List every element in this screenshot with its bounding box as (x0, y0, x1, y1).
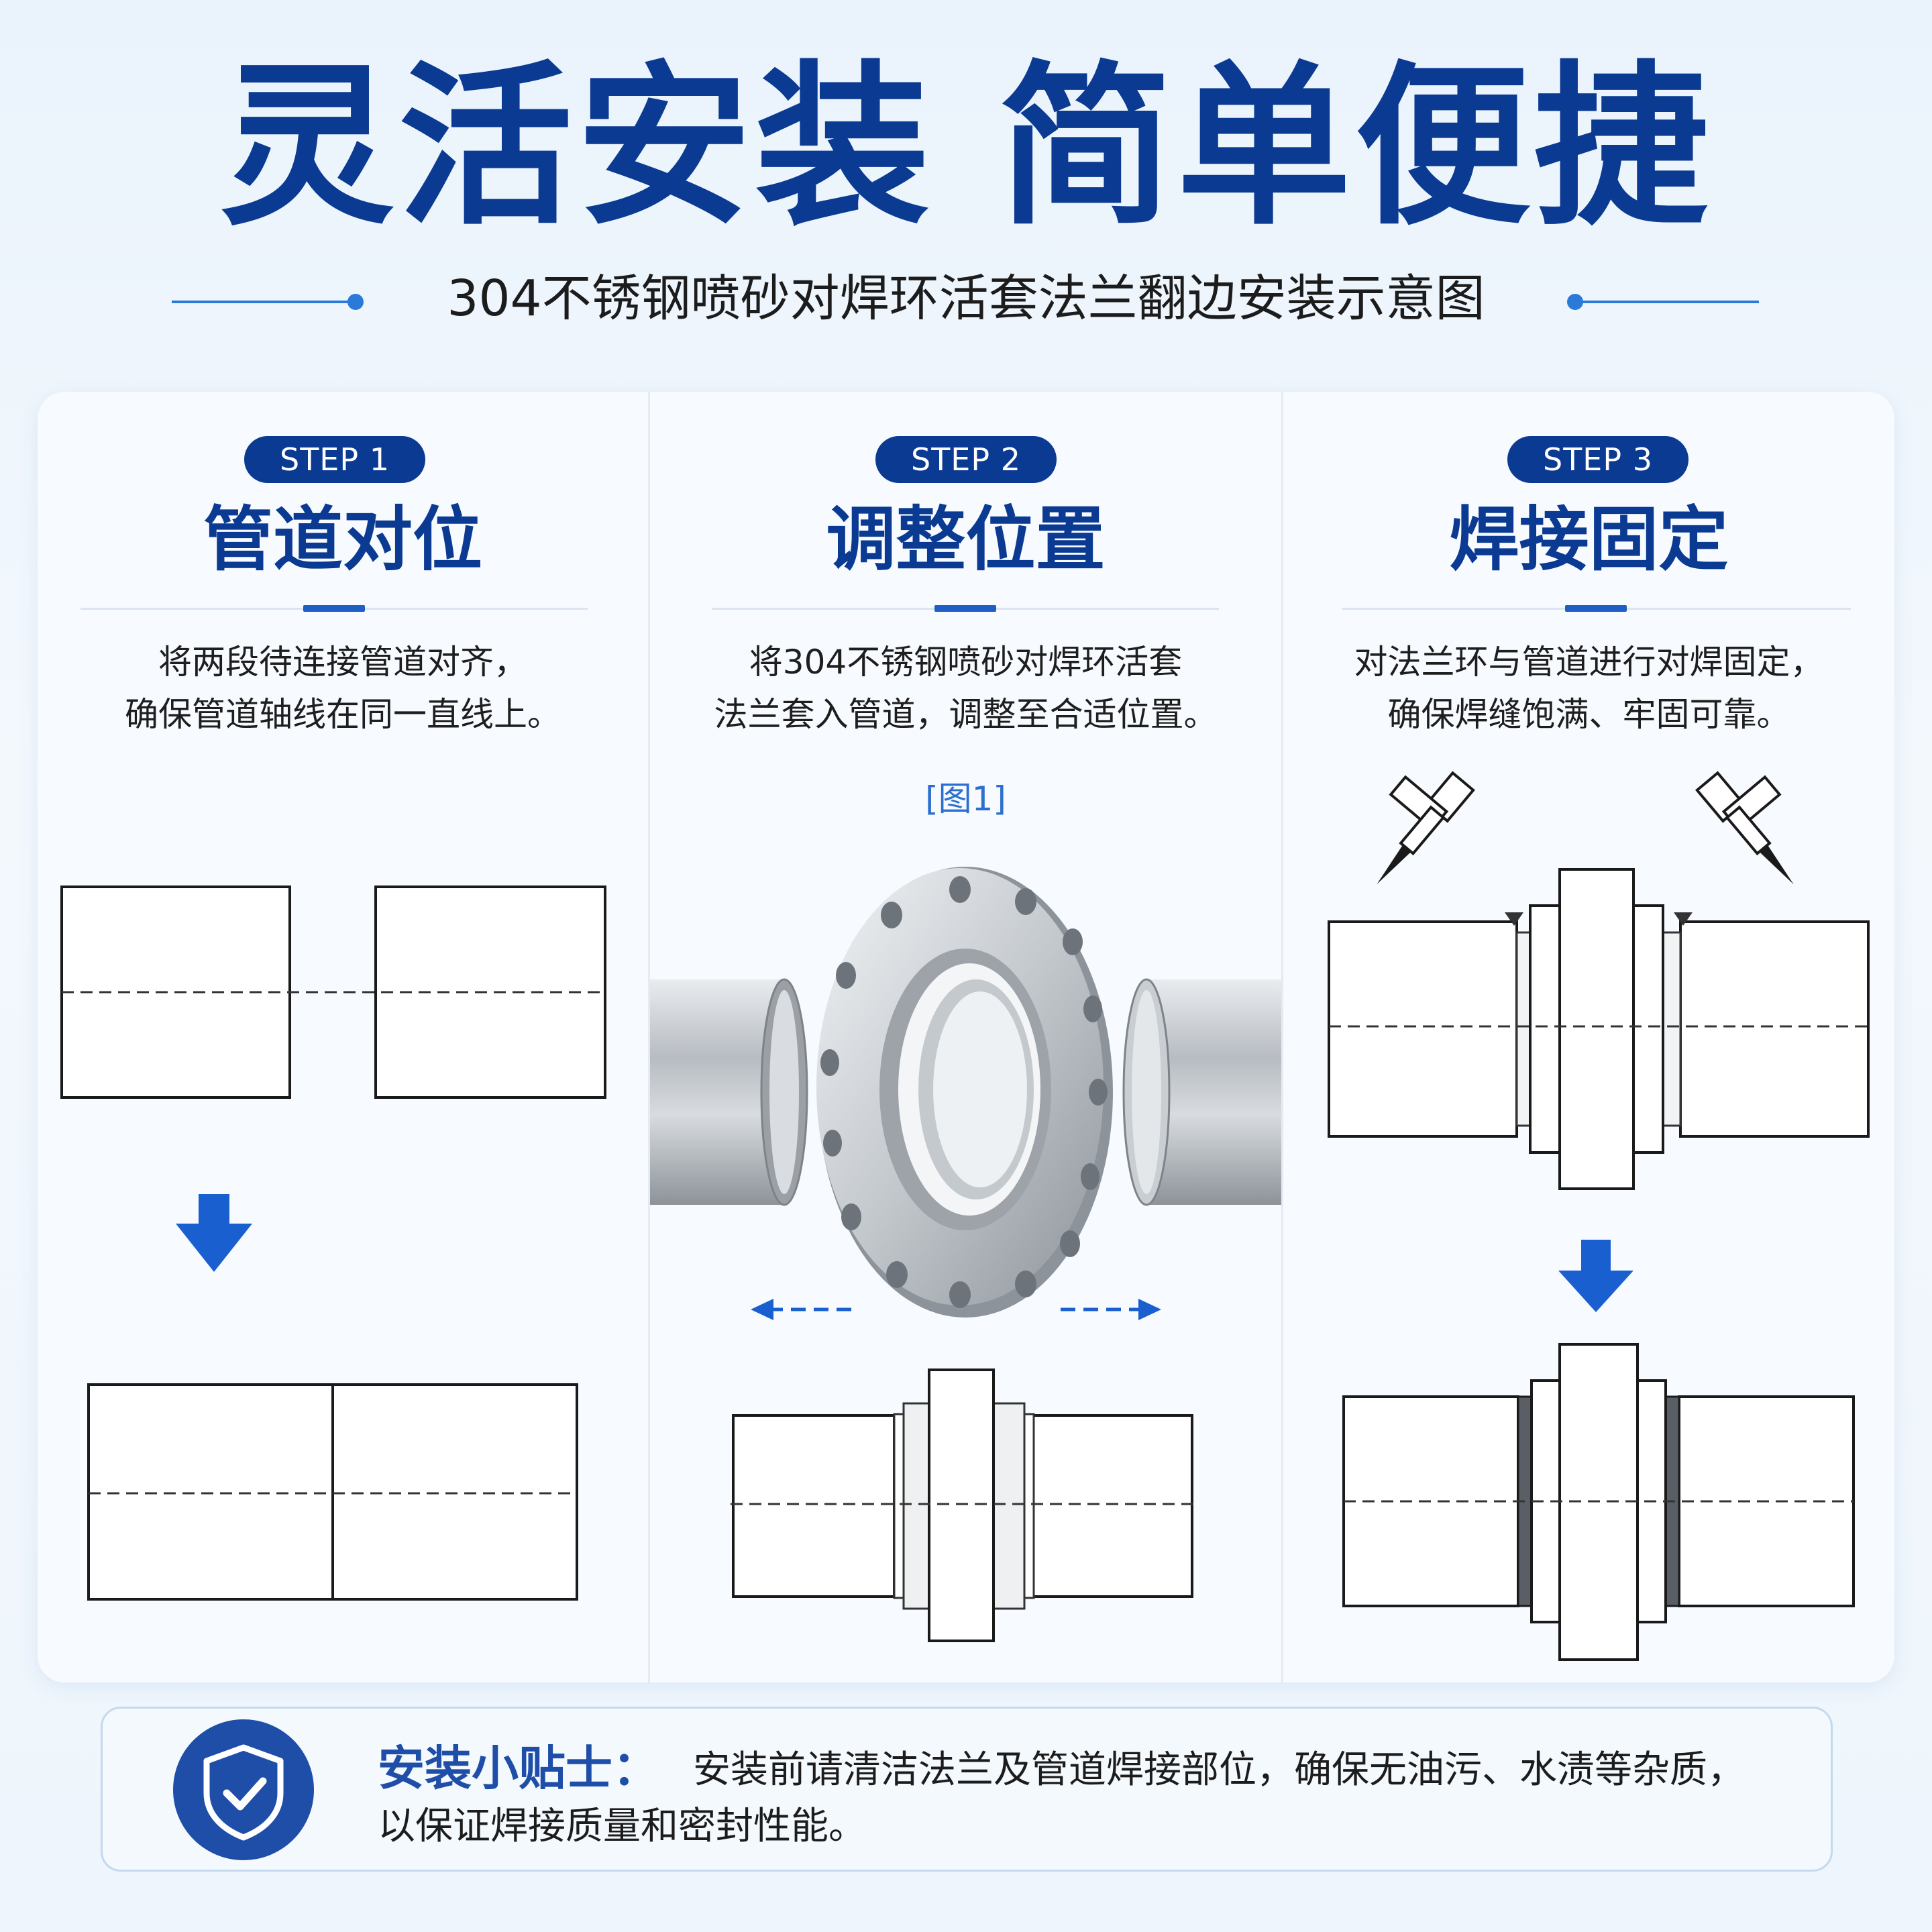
step-1-desc-line-1: 将两段待连接管道对齐， (158, 643, 527, 682)
step-3-separator-accent (1565, 605, 1627, 612)
step-2-column: STEP 2 调整位置 将304不锈钢喷砂对焊环活套 法兰套入管道，调整至合适位… (650, 392, 1281, 1682)
tip-text-line-1: 安装前请清洁法兰及管道焊接部位，确保无油污、水渍等杂质， (693, 1748, 1745, 1792)
pipe-right-separated (374, 885, 606, 1099)
page-title: 灵活安装 简单便捷 (219, 46, 1713, 249)
step-2-desc-line-1: 将304不锈钢喷砂对焊环活套 (749, 643, 1183, 682)
metal-pipe-left (650, 978, 808, 1206)
flange-ring (816, 867, 1113, 1318)
pipes-joined (87, 1383, 578, 1601)
step-3-column: STEP 3 焊接固定 对法兰环与管道进行对焊固定， 确保焊缝饱满、牢固可靠。 (1283, 392, 1894, 1682)
welding-torch-icon (1377, 771, 1475, 885)
arrow-down-icon (1558, 1240, 1633, 1312)
step-2-desc-line-2: 法兰套入管道，调整至合适位置。 (714, 695, 1218, 734)
step-2-separator-accent (934, 605, 996, 612)
arrow-right-icon (1061, 1299, 1161, 1320)
step-2-diagram (650, 867, 1281, 1642)
installation-tip-box: 安装小贴士： 安装前请清洁法兰及管道焊接部位，确保无油污、水渍等杂质， 以保证焊… (101, 1707, 1833, 1872)
step-1-title: 管道对位 (203, 498, 482, 580)
step-1-diagram (60, 885, 606, 1601)
arrow-down-icon (176, 1194, 252, 1272)
arrow-left-icon (751, 1299, 851, 1320)
step-1-separator-accent (303, 605, 365, 612)
tip-label: 安装小贴士： (378, 1741, 659, 1796)
step-3-desc-line-2: 确保焊缝饱满、牢固可靠。 (1387, 695, 1790, 734)
column-divider-1 (648, 392, 650, 1682)
step-3-diagram (1328, 771, 1870, 1661)
figure-label: [图1] (925, 780, 1006, 818)
column-divider-2 (1281, 392, 1283, 1682)
step-1-column: STEP 1 管道对位 将两段待连接管道对齐， 确保管道轴线在同一直线上。 (38, 392, 648, 1682)
welding-assembly-upper (1328, 868, 1870, 1190)
step-1-desc-line-2: 确保管道轴线在同一直线上。 (125, 695, 561, 734)
subtitle-line-right (1578, 301, 1759, 303)
subtitle-dot-left (347, 294, 364, 310)
step-3-title: 焊接固定 (1449, 498, 1729, 580)
step-3-badge: STEP 3 (1507, 436, 1688, 483)
subtitle-line-left (172, 301, 353, 303)
metal-pipe-right (1122, 978, 1281, 1206)
step-2-badge: STEP 2 (875, 436, 1057, 483)
tip-text-line-2: 以保证焊接质量和密封性能。 (378, 1805, 866, 1848)
welding-torch-icon (1695, 771, 1794, 885)
step-3-desc-line-1: 对法兰环与管道进行对焊固定， (1354, 643, 1824, 682)
subtitle-row: 304不锈钢喷砂对焊环活套法兰翻边安装示意图 (0, 268, 1932, 335)
step-2-title: 调整位置 (826, 498, 1106, 580)
step-1-badge: STEP 1 (244, 436, 425, 483)
subtitle: 304不锈钢喷砂对焊环活套法兰翻边安装示意图 (447, 270, 1485, 327)
assembled-flange-drawing (732, 1368, 1193, 1642)
shield-check-icon (173, 1719, 314, 1860)
